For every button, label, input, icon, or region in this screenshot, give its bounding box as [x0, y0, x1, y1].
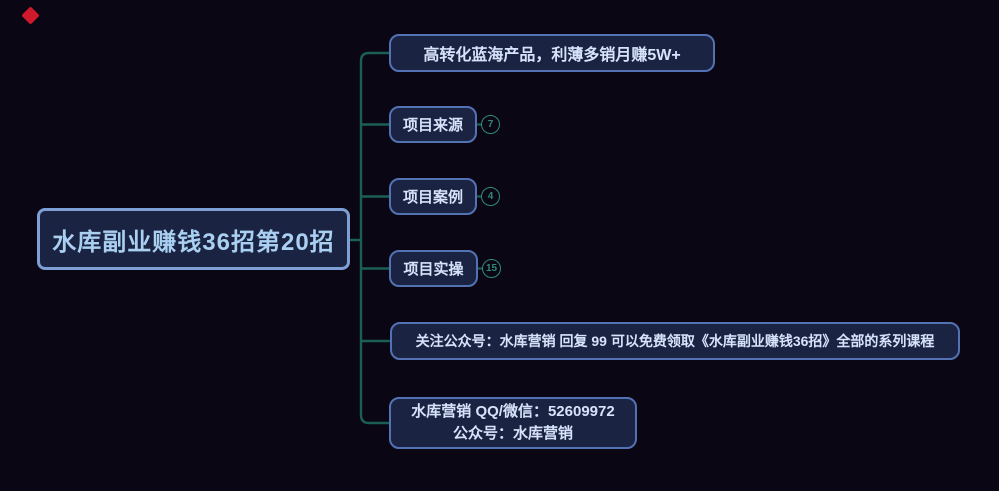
- collapsed-count-badge[interactable]: 15: [482, 259, 501, 278]
- topic-project-case[interactable]: 项目案例: [389, 178, 477, 215]
- topic-label: 项目案例: [402, 189, 463, 206]
- topic-official-account-promo[interactable]: 关注公众号：水库营销 回复 99 可以免费领取《水库副业赚钱36招》全部的系列课…: [390, 322, 960, 360]
- topic-label: 项目来源: [402, 117, 463, 134]
- badge-count: 7: [487, 119, 494, 130]
- topic-project-practice[interactable]: 项目实操: [389, 250, 478, 287]
- topic-contact-info[interactable]: 水库营销 QQ/微信：52609972 公众号：水库营销: [389, 397, 637, 449]
- collapsed-count-badge[interactable]: 4: [481, 187, 500, 206]
- root-topic[interactable]: 水库副业赚钱36招第20招: [37, 208, 350, 270]
- badge-count: 15: [485, 263, 498, 274]
- contact-line-1: 水库营销 QQ/微信：52609972: [411, 403, 615, 420]
- topic-product[interactable]: 高转化蓝海产品，利薄多销月赚5W+: [389, 34, 715, 72]
- red-diamond-icon: [21, 6, 40, 25]
- topic-label: 高转化蓝海产品，利薄多销月赚5W+: [423, 47, 681, 64]
- collapsed-count-badge[interactable]: 7: [481, 115, 500, 134]
- topic-label: 关注公众号：水库营销 回复 99 可以免费领取《水库副业赚钱36招》全部的系列课…: [415, 333, 935, 349]
- branch-tree-path: [347, 51, 391, 425]
- contact-line-2: 公众号：水库营销: [452, 425, 573, 442]
- badge-count: 4: [487, 191, 494, 202]
- topic-project-source[interactable]: 项目来源: [389, 106, 477, 143]
- topic-label: 项目实操: [403, 261, 464, 278]
- root-topic-label: 水库副业赚钱36招第20招: [52, 228, 335, 256]
